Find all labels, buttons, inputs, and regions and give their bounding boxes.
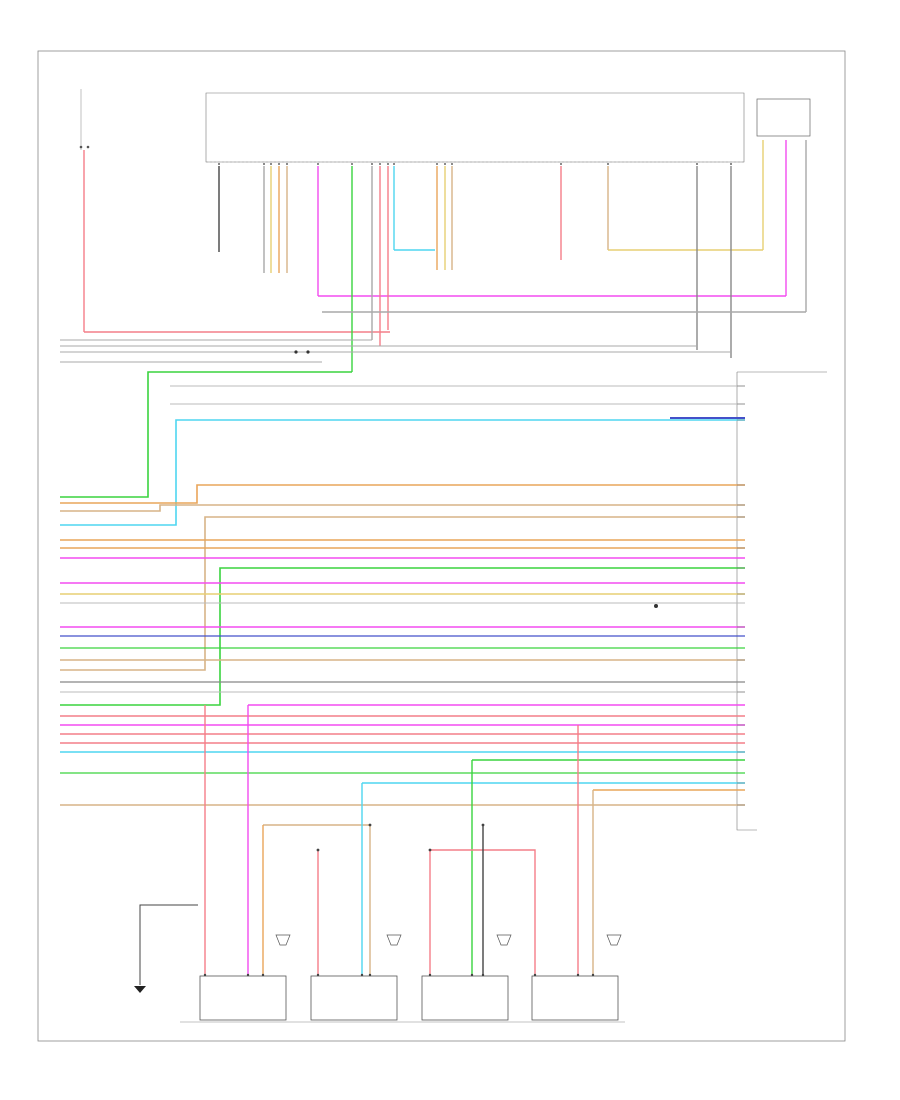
top-vertical-wires [83,140,807,372]
speaker-icon [275,934,622,946]
connector-icon [203,823,595,977]
splice-dots [294,350,658,608]
speaker-modules [199,975,619,1021]
upper-gray-wires [60,339,731,363]
right-module-box [736,371,827,831]
fuse-block [79,89,90,150]
speaker-drop-wires [204,704,745,975]
right-module-pins [737,385,745,806]
top-module-pins [218,163,732,165]
harness-wires [60,371,745,806]
top-right-module [756,98,811,137]
ground-icon [134,986,146,993]
ground-wire [139,904,198,985]
diagram-frame [37,50,846,1042]
top-module-box [205,92,745,163]
